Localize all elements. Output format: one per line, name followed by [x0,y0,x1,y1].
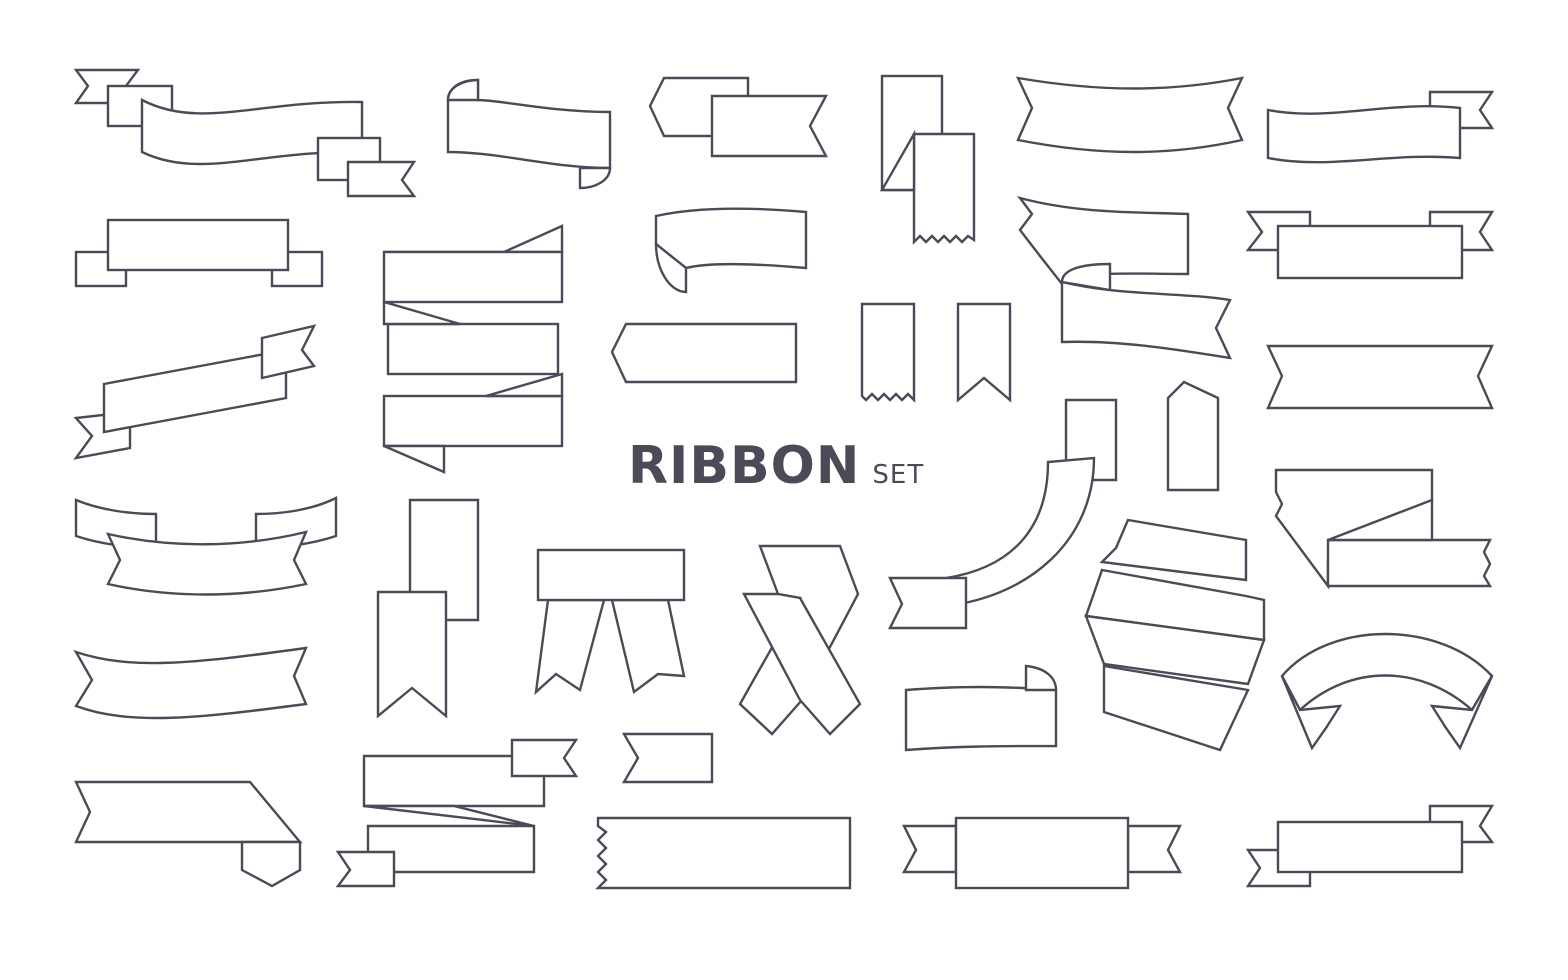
ribbon-banner-icon [904,664,1058,752]
ribbon-banner-icon [74,496,338,596]
ribbon-banner-icon [382,224,564,474]
ribbon-banner-icon [1016,195,1233,360]
ribbon-banner-icon [74,780,303,888]
title-main: RIBBON [628,436,861,496]
ribbon-banner-icon [1280,632,1494,751]
ribbon-banner-icon [860,302,916,403]
ribbon-banner-icon [73,324,317,460]
ribbon-banner-icon [956,302,1012,403]
ribbon-banner-icon [446,78,612,190]
ribbon-banner-icon [1274,468,1493,590]
ribbon-banner-icon [738,544,862,736]
ribbon-banner-icon [73,646,308,720]
ribbon-banner-icon [335,738,579,888]
ribbon-banner-icon [534,548,686,696]
ribbon-banner-icon [1245,210,1495,280]
ribbon-banner-icon [595,816,852,890]
ribbon-banner-icon [610,322,798,384]
ribbon-set-title: RIBBON SET [628,436,924,496]
ribbon-banner-icon [879,74,976,245]
ribbon-banner-icon [74,218,324,288]
ribbon-banner-icon [376,498,480,719]
title-sub: SET [872,460,925,490]
ribbon-banner-icon [888,398,1118,630]
ribbon-banner-icon [73,68,417,198]
ribbon-banner-icon [1166,380,1220,492]
ribbon-banner-icon [1245,804,1495,888]
ribbon-banner-icon [901,816,1183,890]
ribbon-banner-icon [1015,76,1245,154]
ribbon-banner-icon [654,207,808,294]
ribbon-banner-icon [1266,344,1494,410]
ribbon-banner-icon [648,76,828,158]
ribbon-banner-icon [621,732,714,784]
ribbon-banner-icon [1266,90,1495,164]
ribbon-banner-icon [1084,518,1266,752]
